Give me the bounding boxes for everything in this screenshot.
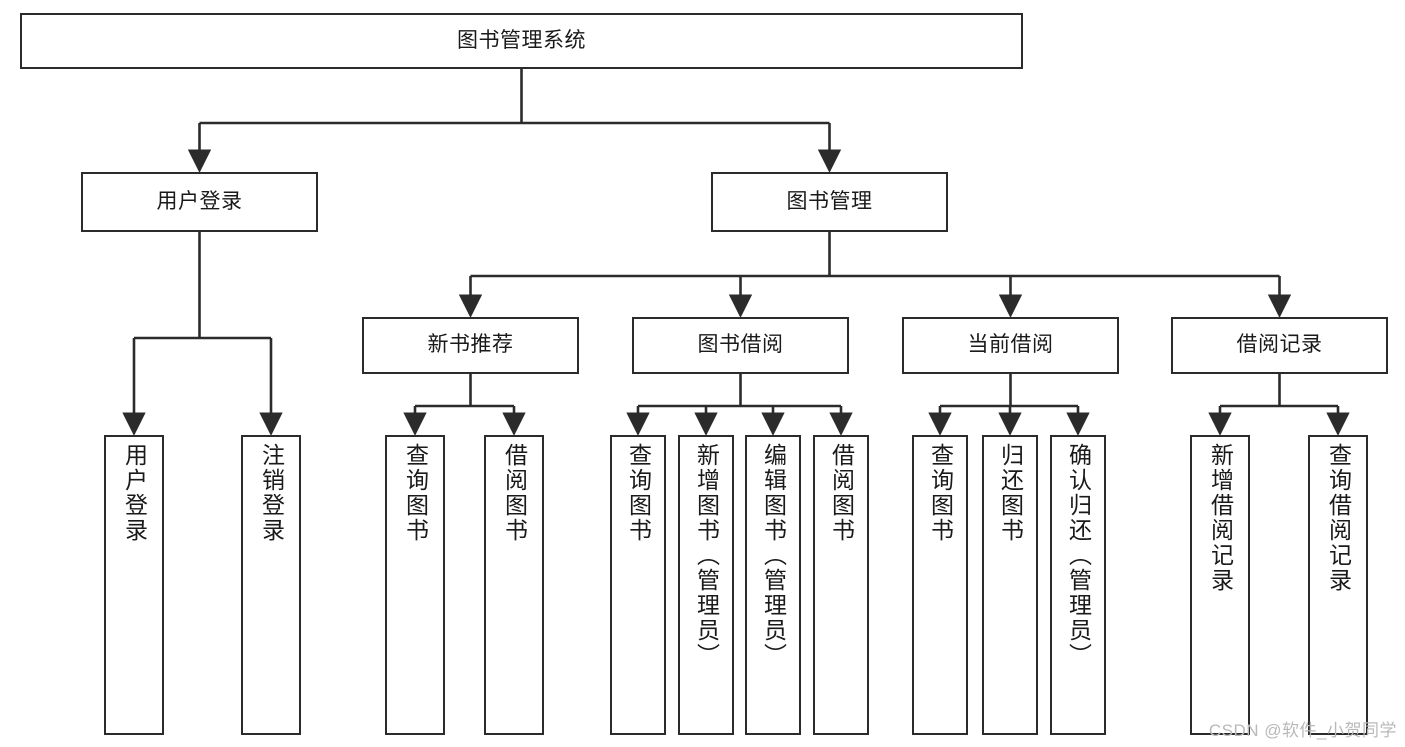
node-l3_d3[interactable]: 确认归还（管理员）	[1050, 435, 1106, 735]
node-l3_a2[interactable]: 注销登录	[241, 435, 301, 735]
node-label: 新增借阅记录	[1207, 443, 1234, 593]
node-label: 编辑图书（管理员）	[760, 443, 787, 668]
node-l2_borrow[interactable]: 图书借阅	[632, 317, 849, 374]
node-l3_d1[interactable]: 查询图书	[912, 435, 968, 735]
node-label: 查询图书	[402, 443, 429, 543]
node-label: 图书借阅	[697, 333, 784, 357]
node-label: 确认归还（管理员）	[1065, 443, 1092, 668]
node-l3_a1[interactable]: 用户登录	[104, 435, 164, 735]
node-label: 用户登录	[156, 189, 243, 213]
node-l2_current[interactable]: 当前借阅	[902, 317, 1119, 374]
node-l2_newbook[interactable]: 新书推荐	[362, 317, 579, 374]
node-l1_login[interactable]: 用户登录	[81, 172, 318, 232]
node-l3_e2[interactable]: 查询借阅记录	[1308, 435, 1368, 735]
node-l3_c3[interactable]: 编辑图书（管理员）	[745, 435, 801, 735]
node-label: 借阅记录	[1236, 333, 1323, 357]
watermark-label: CSDN @软件_小贺同学	[1208, 721, 1397, 740]
node-l3_c2[interactable]: 新增图书（管理员）	[678, 435, 734, 735]
node-l3_b1[interactable]: 查询图书	[385, 435, 445, 735]
node-label: 用户登录	[121, 443, 148, 543]
node-l3_e1[interactable]: 新增借阅记录	[1190, 435, 1250, 735]
node-l3_b2[interactable]: 借阅图书	[484, 435, 544, 735]
node-l3_c1[interactable]: 查询图书	[610, 435, 666, 735]
node-label: 借阅图书	[501, 443, 528, 543]
node-root[interactable]: 图书管理系统	[20, 13, 1023, 69]
node-label: 注销登录	[258, 443, 285, 543]
node-label: 借阅图书	[828, 443, 855, 543]
node-label: 查询借阅记录	[1325, 443, 1352, 593]
node-l2_record[interactable]: 借阅记录	[1171, 317, 1388, 374]
node-label: 新书推荐	[427, 333, 514, 357]
node-label: 图书管理	[786, 189, 873, 213]
node-l3_c4[interactable]: 借阅图书	[813, 435, 869, 735]
node-label: 查询图书	[625, 443, 652, 543]
node-l3_d2[interactable]: 归还图书	[982, 435, 1038, 735]
node-label: 查询图书	[927, 443, 954, 543]
node-label: 当前借阅	[967, 333, 1054, 357]
node-label: 新增图书（管理员）	[693, 443, 720, 668]
node-l1_bookmgr[interactable]: 图书管理	[711, 172, 948, 232]
node-label: 图书管理系统	[457, 28, 586, 52]
node-label: 归还图书	[997, 443, 1024, 543]
